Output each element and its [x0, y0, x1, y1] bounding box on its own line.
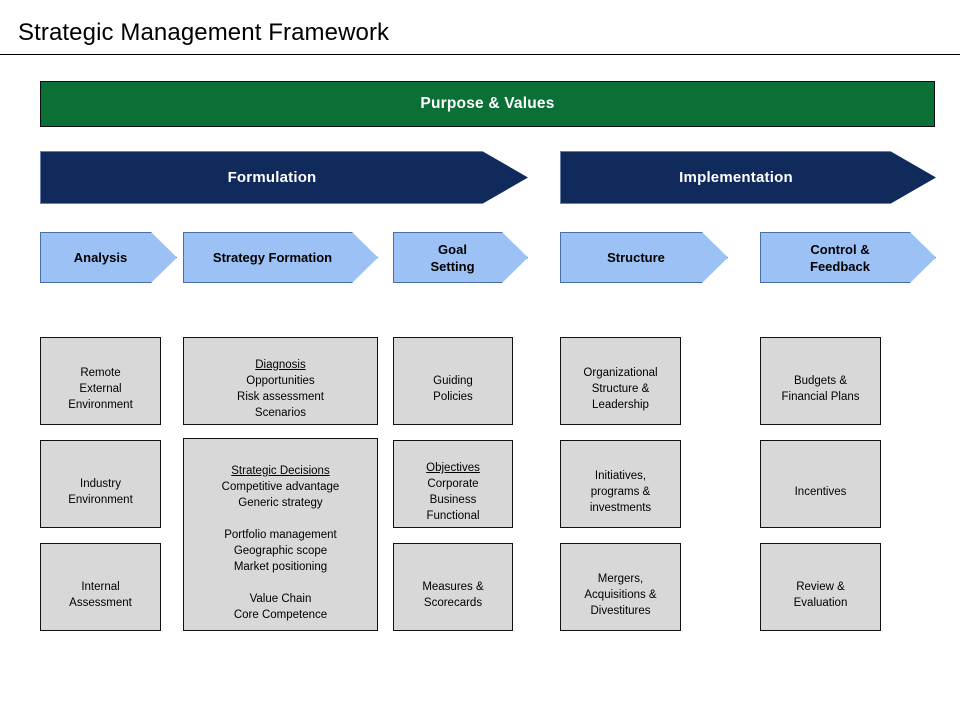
detail-box: Review & Evaluation [760, 543, 881, 631]
phase-arrow-implementation: Implementation [560, 151, 936, 204]
page-title: Strategic Management Framework [18, 19, 390, 46]
step-label-analysis: Analysis [73, 250, 128, 265]
detail-box-text: Guiding Policies [433, 357, 473, 405]
detail-box-heading: Objectives [426, 462, 480, 474]
detail-box-body: Measures & Scorecards [422, 581, 484, 609]
detail-box-body: Opportunities Risk assessment Scenarios [237, 375, 324, 419]
detail-box-body: Internal Assessment [69, 581, 132, 609]
step-arrow-analysis: Analysis [40, 232, 177, 283]
detail-box-body: Budgets & Financial Plans [781, 375, 860, 403]
step-label-goal-setting: Goal Setting [430, 241, 475, 274]
detail-box-text: Organizational Structure & Leadership [583, 349, 657, 413]
step-arrow-goal-setting: Goal Setting [393, 232, 528, 283]
phase-arrow-formulation: Formulation [40, 151, 528, 204]
step-arrow-strategy-formation: Strategy Formation [183, 232, 378, 283]
detail-box: Remote External Environment [40, 337, 161, 425]
detail-box-body: Competitive advantage Generic strategy P… [221, 480, 340, 621]
detail-box-body: Organizational Structure & Leadership [583, 367, 658, 411]
detail-box-body: Incentives [794, 486, 847, 498]
detail-box: Mergers, Acquisitions & Divestitures [560, 543, 681, 631]
detail-box: Organizational Structure & Leadership [560, 337, 681, 425]
detail-box-text: Remote External Environment [68, 349, 133, 413]
step-arrow-structure: Structure [560, 232, 728, 283]
detail-box: Internal Assessment [40, 543, 161, 631]
detail-box-heading: Strategic Decisions [231, 464, 330, 477]
detail-box-text: Review & Evaluation [794, 563, 848, 611]
phase-label-formulation: Formulation [227, 169, 317, 186]
phase-label-implementation: Implementation [679, 169, 793, 186]
detail-box-heading: Diagnosis [255, 359, 306, 371]
detail-box-body: Industry Environment [68, 478, 133, 506]
step-label-strategy-formation: Strategy Formation [212, 250, 333, 265]
detail-box-body: Remote External Environment [68, 367, 133, 411]
detail-box-body: Guiding Policies [433, 375, 473, 403]
detail-box-text: Initiatives, programs & investments [590, 452, 651, 516]
detail-box: Initiatives, programs & investments [560, 440, 681, 528]
detail-box-body: Initiatives, programs & investments [589, 470, 652, 514]
detail-box: Budgets & Financial Plans [760, 337, 881, 425]
detail-box-body: Corporate Business Functional [426, 478, 480, 522]
detail-box-text: Incentives [795, 468, 847, 500]
detail-box: Incentives [760, 440, 881, 528]
detail-box-text: Internal Assessment [69, 563, 132, 611]
detail-box-body: Review & Evaluation [793, 581, 848, 609]
detail-box-text: Budgets & Financial Plans [782, 357, 860, 405]
detail-box-text: Mergers, Acquisitions & Divestitures [584, 555, 656, 619]
detail-box-body: Mergers, Acquisitions & Divestitures [584, 573, 657, 617]
detail-box-text: Measures & Scorecards [422, 563, 483, 611]
purpose-values-banner: Purpose & Values [40, 81, 935, 127]
step-arrow-control-feedback: Control & Feedback [760, 232, 936, 283]
detail-box: Guiding Policies [393, 337, 513, 425]
step-label-structure: Structure [607, 250, 665, 265]
step-label-control-feedback: Control & Feedback [810, 241, 870, 274]
purpose-values-label: Purpose & Values [420, 95, 555, 112]
detail-box: Measures & Scorecards [393, 543, 513, 631]
title-divider [0, 54, 960, 55]
detail-box-text: Industry Environment [68, 460, 133, 508]
detail-box: Industry Environment [40, 440, 161, 528]
